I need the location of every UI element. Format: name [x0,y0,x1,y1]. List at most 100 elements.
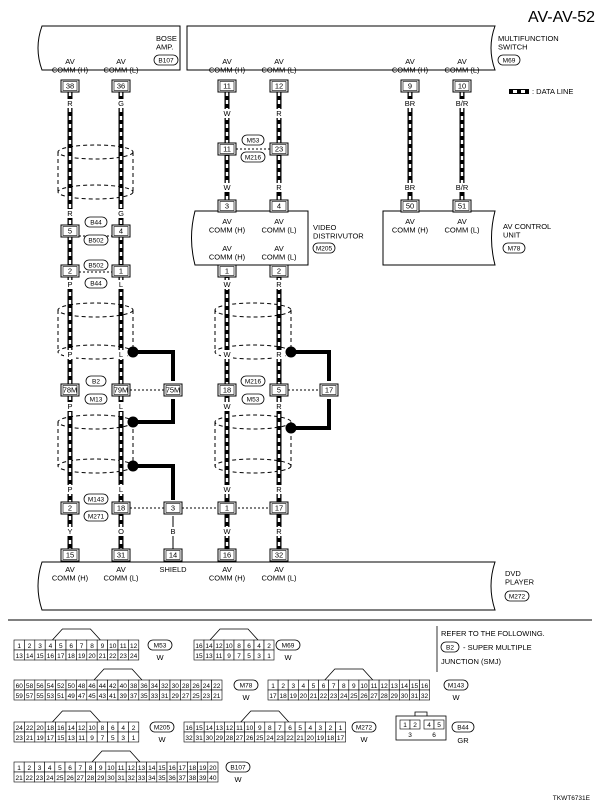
svg-text:36: 36 [117,82,125,91]
pin-vd-3: 3 [217,199,237,213]
bose-amp-box [37,25,181,71]
svg-text:20: 20 [307,735,315,742]
svg-text:30: 30 [172,683,180,690]
connector-color: W [284,653,292,662]
svg-text:5: 5 [58,765,62,772]
svg-text:17: 17 [57,653,65,660]
svg-text:3: 3 [225,202,229,211]
svg-text:49: 49 [68,693,76,700]
svg-text:12: 12 [381,683,389,690]
wire-color-label: W [223,183,231,192]
svg-text:23: 23 [16,735,24,742]
wire-color-label: L [119,402,123,411]
svg-text:51: 51 [57,693,65,700]
svg-text:27: 27 [77,775,85,782]
connector-id-tag: B44 [451,721,475,733]
svg-text:B107: B107 [230,765,246,772]
svg-text:37: 37 [179,775,187,782]
av-control-unit-box [382,210,496,266]
svg-text:14: 14 [148,765,156,772]
svg-text:5: 5 [247,653,251,660]
svg-text:50: 50 [68,683,76,690]
svg-text:24: 24 [16,725,24,732]
svg-text:M78: M78 [240,683,253,690]
bose-amp-connector-tag: B107 [153,54,179,66]
svg-text:13: 13 [216,725,224,732]
wire-color-label: R [276,109,282,118]
pin-acu-51: 51 [452,199,472,213]
svg-text:21: 21 [310,693,318,700]
svg-text:1: 1 [403,722,407,729]
svg-text:2: 2 [68,267,72,276]
svg-text:19: 19 [199,765,207,772]
svg-text:2: 2 [28,643,32,650]
wire-color-label: L [119,280,123,289]
svg-text:13: 13 [391,683,399,690]
svg-text:21: 21 [297,735,305,742]
svg-text:1: 1 [132,735,136,742]
svg-text:2: 2 [132,725,136,732]
tag-b502b: B502 [83,259,109,271]
svg-text:47: 47 [78,693,86,700]
svg-text:10: 10 [458,82,466,91]
wire-color-label: L [119,350,123,359]
wire-color-label: R [276,527,282,536]
svg-text:20: 20 [36,725,44,732]
svg-text:10: 10 [246,725,254,732]
connector-color: W [452,693,460,702]
svg-text:48: 48 [78,683,86,690]
svg-text:30: 30 [401,693,409,700]
tag-m216: M216 [240,151,266,163]
svg-text:24: 24 [203,683,211,690]
connector-id-tag: M143 [443,679,469,691]
svg-text:4: 4 [121,725,125,732]
svg-text:8: 8 [342,683,346,690]
multifunction-switch-connector-tag: M69 [497,54,521,66]
svg-text:15: 15 [36,653,44,660]
svg-text:14: 14 [401,683,409,690]
svg-text:40: 40 [209,775,217,782]
svg-text:58: 58 [26,683,34,690]
svg-text:31: 31 [117,775,125,782]
svg-text:32: 32 [161,683,169,690]
svg-text:20: 20 [209,765,217,772]
svg-text:56: 56 [36,683,44,690]
svg-text:6: 6 [288,725,292,732]
svg-text:11: 11 [216,653,223,660]
svg-text:20: 20 [88,653,96,660]
shield-bose-upper [57,144,134,200]
svg-text:M271: M271 [88,514,105,521]
svg-text:M216: M216 [245,155,262,162]
svg-text:79M: 79M [114,386,129,395]
wire-color-label: W [223,350,231,359]
svg-text:9: 9 [258,725,262,732]
svg-text:2: 2 [281,683,285,690]
svg-text:21: 21 [213,693,221,700]
svg-text:8: 8 [101,725,105,732]
svg-text:11: 11 [236,725,243,732]
svg-text:6: 6 [322,683,326,690]
svg-text:B44: B44 [457,725,469,732]
svg-text:34: 34 [151,683,159,690]
svg-text:M216: M216 [245,379,262,386]
svg-text:40: 40 [120,683,128,690]
svg-text:13: 13 [138,765,146,772]
svg-text:25: 25 [350,693,358,700]
svg-text:38: 38 [130,683,138,690]
svg-text:21: 21 [15,775,23,782]
svg-text:45: 45 [88,693,96,700]
svg-text:25: 25 [256,735,264,742]
svg-text:43: 43 [99,693,107,700]
svg-text:23: 23 [36,775,44,782]
svg-text:12: 12 [215,643,223,650]
svg-text:7: 7 [237,653,241,660]
svg-text:9: 9 [227,653,231,660]
svg-text:5: 5 [68,227,72,236]
svg-text:33: 33 [151,693,159,700]
svg-text:32: 32 [128,775,136,782]
